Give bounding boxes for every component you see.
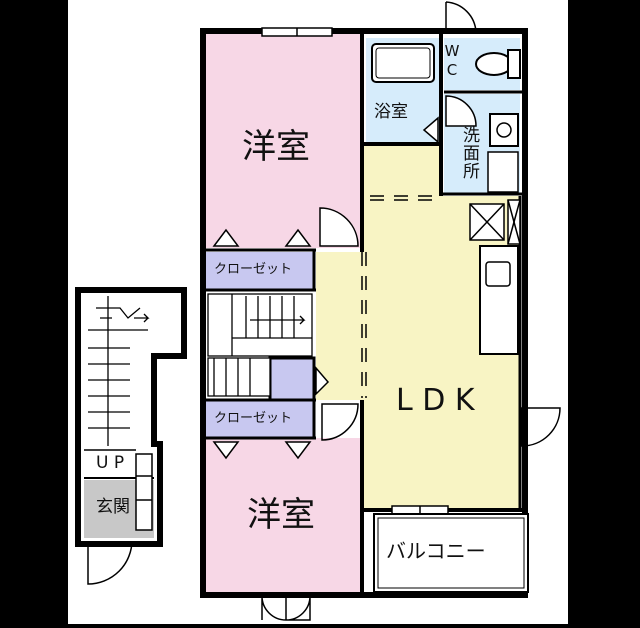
dashed-guides — [361, 195, 440, 398]
stairs-up-label: U P — [96, 453, 125, 473]
hall-floor — [316, 252, 366, 400]
entrance-label: 玄関 — [96, 497, 130, 517]
western-room-bottom-label: 洋室 — [247, 495, 315, 535]
washing-machine — [487, 151, 519, 193]
closet-top-floor — [206, 252, 314, 290]
western-room-top-label: 洋室 — [242, 127, 310, 167]
closet-top-label: クローゼット — [214, 262, 293, 277]
washbasin — [489, 113, 519, 147]
toilet-bowl — [475, 52, 513, 76]
balcony-area — [373, 513, 529, 593]
washroom-label: 洗面所 — [459, 126, 479, 180]
toilet-label: WC — [443, 42, 461, 80]
balcony-label: バルコニー — [386, 539, 486, 563]
closet-door-marks — [212, 116, 439, 460]
entrance-stair-tower — [75, 287, 187, 547]
storage-floor — [270, 358, 314, 400]
refrigerator-space — [469, 199, 521, 245]
western-room-bottom-floor — [206, 438, 362, 592]
bathtub — [371, 43, 435, 83]
doors — [87, 1, 561, 621]
kitchen-counter — [479, 245, 519, 355]
closet-bottom-floor — [206, 400, 314, 438]
bathroom-label: 浴室 — [374, 102, 408, 122]
ldk-label: L D K — [396, 383, 475, 418]
ldk-floor — [316, 146, 520, 508]
closet-bottom-label: クローゼット — [214, 411, 293, 426]
stairwell-upper — [207, 293, 313, 397]
